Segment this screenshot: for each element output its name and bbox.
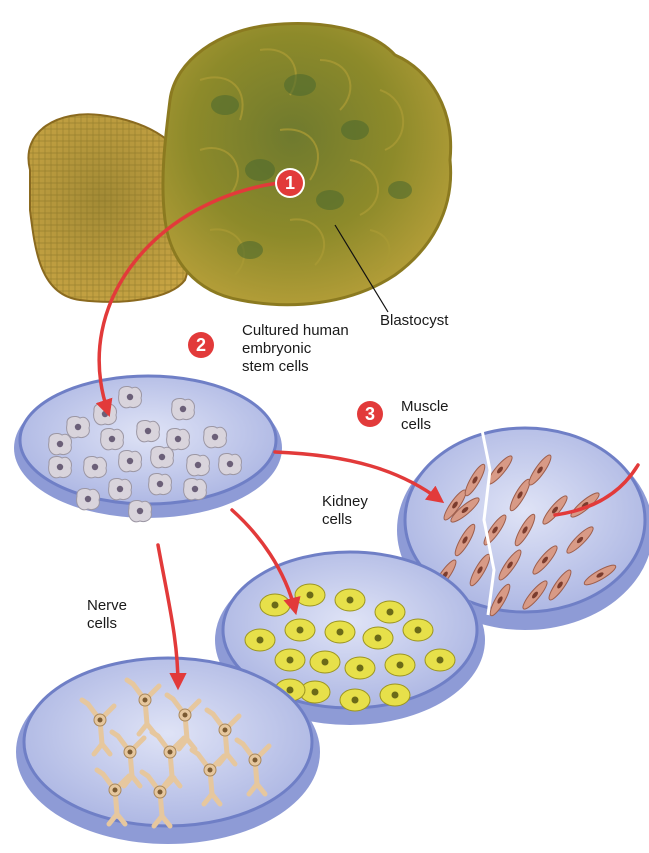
kidney-cells-label: Kidney cells bbox=[322, 493, 368, 529]
kidney-cell bbox=[385, 654, 415, 676]
kidney-cell bbox=[310, 651, 340, 673]
stem-cell bbox=[49, 456, 72, 477]
step-1-badge: 1 bbox=[277, 170, 303, 196]
blastocyst-image bbox=[28, 24, 450, 312]
kidney-cell bbox=[285, 619, 315, 641]
stem-cell bbox=[187, 454, 210, 475]
cultured-stem-cells-label: Cultured human embryonic stem cells bbox=[242, 322, 349, 376]
nerve-cells-label: Nerve cells bbox=[87, 597, 127, 633]
kidney-cell bbox=[425, 649, 455, 671]
stem-cell bbox=[219, 453, 242, 474]
stem-cell bbox=[101, 428, 124, 449]
blastocyst-label: Blastocyst bbox=[380, 312, 448, 330]
kidney-cell bbox=[375, 601, 405, 623]
stem-cell bbox=[49, 433, 72, 454]
kidney-cell bbox=[325, 621, 355, 643]
stem-cell bbox=[184, 478, 207, 499]
stem-cell bbox=[119, 450, 142, 471]
stem-cell bbox=[137, 420, 160, 441]
stem-cell bbox=[204, 426, 227, 447]
nerve-cell-dish bbox=[16, 658, 320, 844]
kidney-cell bbox=[260, 594, 290, 616]
stem-cell bbox=[109, 478, 132, 499]
step-2-badge: 2 bbox=[188, 332, 214, 358]
stem-cell bbox=[84, 456, 107, 477]
kidney-cell bbox=[245, 629, 275, 651]
kidney-cell bbox=[340, 689, 370, 711]
kidney-cell bbox=[295, 584, 325, 606]
kidney-cell bbox=[363, 627, 393, 649]
stem-cell bbox=[119, 386, 142, 407]
kidney-cell bbox=[380, 684, 410, 706]
step-3-badge: 3 bbox=[357, 401, 383, 427]
stem-cell bbox=[77, 488, 100, 509]
stem-cell bbox=[167, 428, 190, 449]
muscle-cells-label: Muscle cells bbox=[401, 398, 449, 434]
kidney-cell bbox=[403, 619, 433, 641]
stem-cell-dish bbox=[14, 376, 282, 522]
kidney-cell bbox=[335, 589, 365, 611]
stem-cell bbox=[67, 416, 90, 437]
stem-cell bbox=[149, 473, 172, 494]
kidney-cell bbox=[345, 657, 375, 679]
stem-cell bbox=[129, 500, 152, 521]
kidney-cell bbox=[275, 649, 305, 671]
stem-cell bbox=[151, 446, 174, 467]
stem-cell bbox=[172, 398, 195, 419]
